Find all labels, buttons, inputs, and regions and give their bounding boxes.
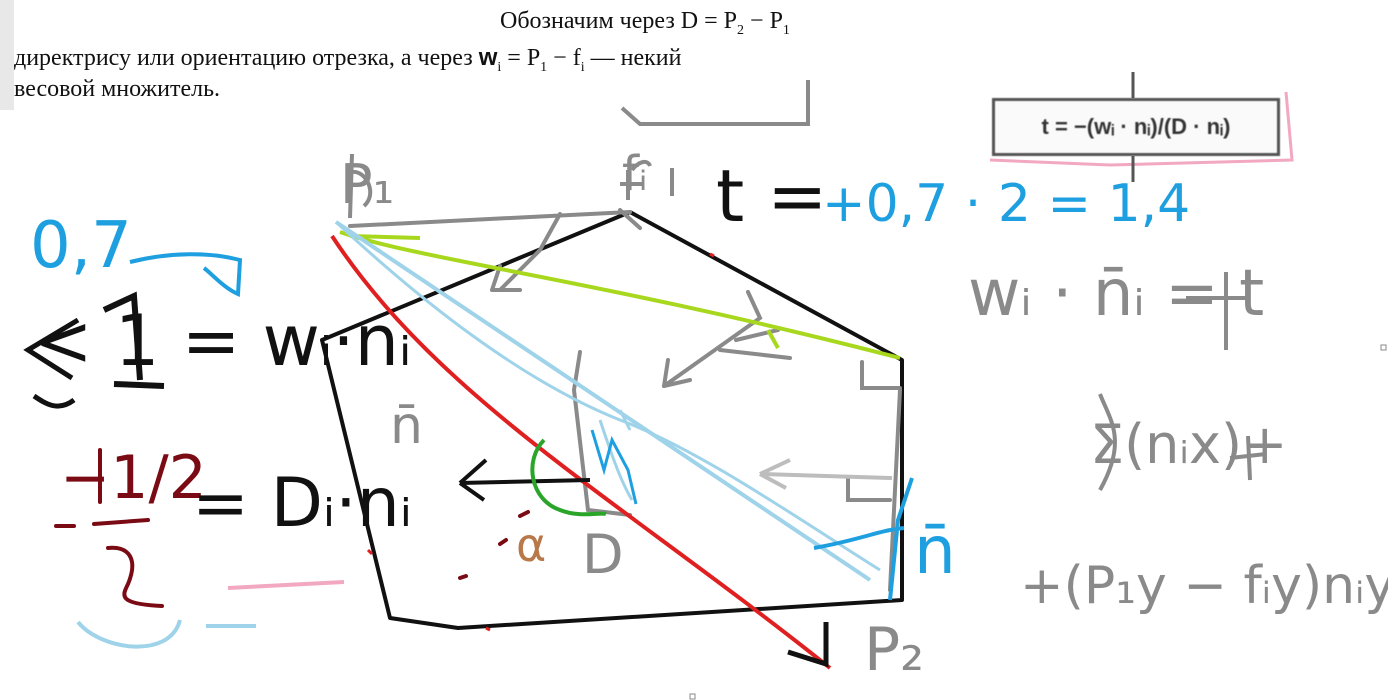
n-arrow: [458, 458, 591, 502]
label-alpha: α: [516, 518, 547, 572]
light-gray-normal: [759, 458, 893, 490]
p1-gray: [348, 153, 373, 219]
pink-dash: [227, 580, 345, 590]
label-fi: fᵢ: [622, 146, 648, 202]
green-arc: [530, 438, 607, 517]
label-07: 0,7: [30, 209, 132, 283]
label-half: −1/2: [60, 443, 207, 513]
lime-tick: [349, 234, 421, 240]
resize-handle-right[interactable]: [1380, 344, 1387, 351]
light-blue-small: [598, 409, 634, 501]
label-p1: P₁: [340, 153, 395, 216]
label-t-eq: t =: [716, 154, 828, 238]
label-n-bar-2: n̄: [914, 512, 956, 589]
label-lt1-wn: < 1 = wᵢ·nᵢ: [34, 300, 412, 382]
scan-margin: [0, 0, 14, 110]
gray-normals: [348, 208, 902, 592]
red-dots: [366, 252, 715, 632]
resize-handle-bottom[interactable]: [689, 693, 696, 700]
gray-bracket: [620, 80, 810, 126]
lime-tick-2: [766, 329, 780, 349]
blue-bottom-right: [813, 477, 914, 601]
light-blue-line-2: [334, 220, 881, 572]
blue-arrow-07: [129, 252, 243, 297]
formula-box: t = −(wᵢ · nᵢ)/(D · nᵢ): [992, 98, 1280, 156]
lime-line: [339, 230, 901, 360]
pink-bracket: [989, 91, 1294, 167]
blue-arc: [590, 429, 638, 505]
label-dn: = Dᵢ·nᵢ: [192, 464, 412, 543]
red-diagonal: [330, 234, 832, 670]
fi-gray: [620, 159, 674, 200]
one-stroke: [102, 291, 165, 389]
scan-line-1: Обозначим через D = P2 − P1: [500, 8, 790, 38]
scan-line-2: директрису или ориентацию отрезка, а чер…: [14, 44, 682, 75]
label-wn-t: wᵢ · n̄ᵢ = t: [968, 257, 1265, 331]
label-n-bar: n̄: [390, 396, 423, 456]
lt-symbol: [23, 317, 80, 381]
label-plus-term: +(P₁y − fᵢy)nᵢy: [1020, 556, 1388, 616]
light-blue-arc-bottom: [76, 619, 182, 649]
label-sum: Σ(nᵢx)+: [1090, 413, 1288, 476]
sum-brackets: [1098, 393, 1267, 491]
light-blue-diagonal: [334, 220, 872, 582]
lt-underline: [32, 393, 76, 409]
p2-arrow: [787, 622, 829, 668]
formula-text: t = −(wᵢ · nᵢ)/(D · nᵢ): [1041, 114, 1231, 139]
dark-red-marks: [54, 448, 530, 608]
scan-line-3: весовой множитель.: [14, 76, 221, 102]
label-t-value: +0,7 · 2 = 1,4: [822, 174, 1191, 234]
wn-t-cross: [1186, 272, 1246, 350]
label-p2: P₂: [864, 615, 925, 685]
label-d: D: [582, 523, 624, 586]
